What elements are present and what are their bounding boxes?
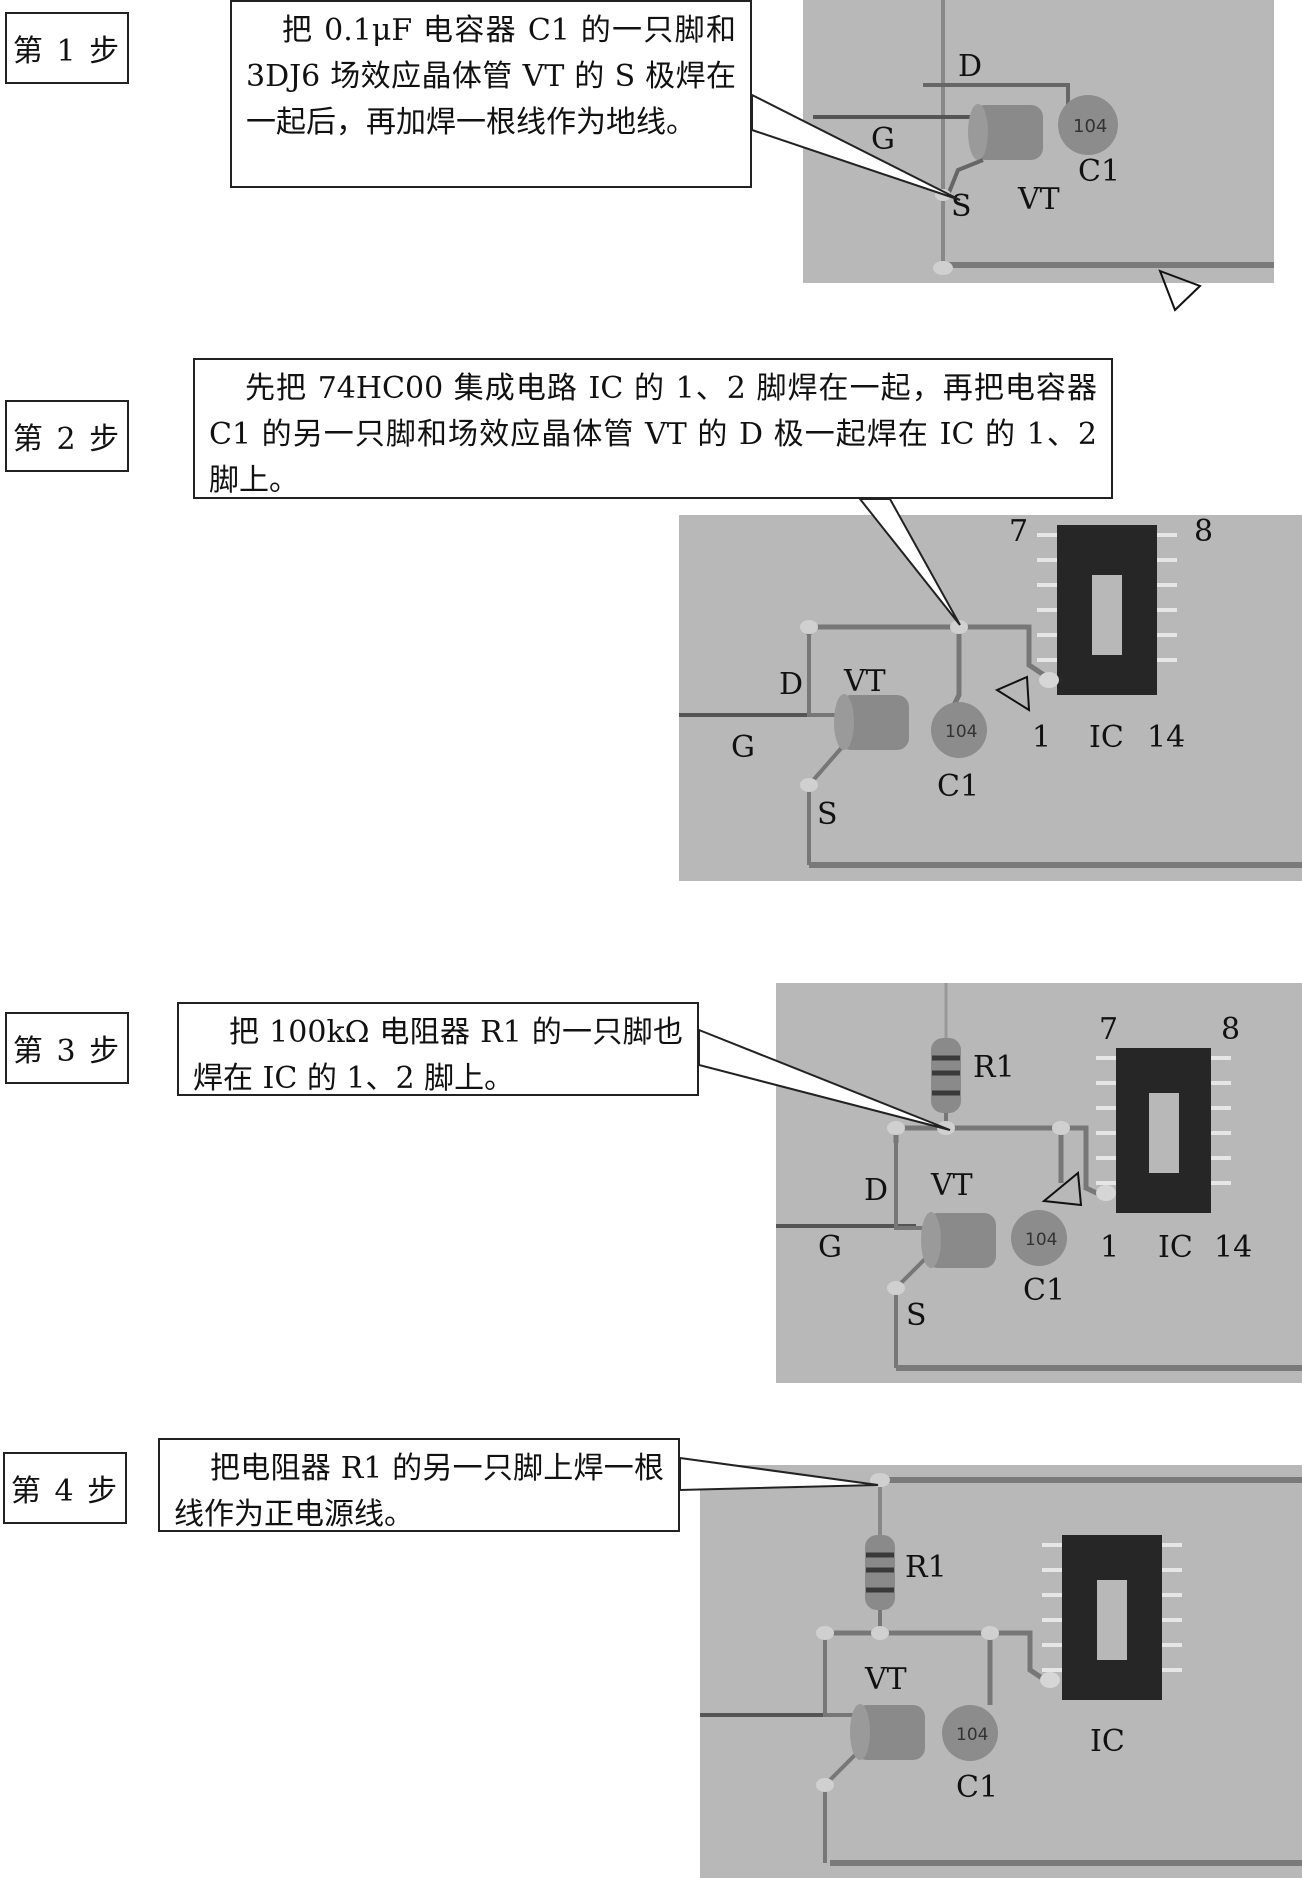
step-4-label-VT: VT <box>865 1662 907 1697</box>
svg-text:104: 104 <box>956 1725 988 1745</box>
step-3-label-pin8: 8 <box>1221 1012 1241 1047</box>
step-4-photo: 104 R1 VT IC C1 <box>700 1465 1302 1878</box>
svg-text:104: 104 <box>1025 1230 1057 1250</box>
step-4-circuit-drawing: 104 <box>700 1473 1302 1866</box>
step-4-label-R1: R1 <box>905 1550 947 1585</box>
step-2-label-pin7: 7 <box>1009 515 1029 549</box>
step-1-label-S: S <box>951 189 972 224</box>
step-1-label-VT: VT <box>1018 182 1060 217</box>
step-4-callout: 把电阻器 R1 的另一只脚上焊一根线作为正电源线。 <box>158 1438 680 1532</box>
step-3-label-pin1: 1 <box>1100 1230 1120 1265</box>
step-3-label-pin7: 7 <box>1099 1012 1119 1047</box>
step-3-label-IC: IC <box>1158 1230 1193 1265</box>
step-2-label-D: D <box>779 667 804 702</box>
step-2-photo: 104 7 8 D VT G 1 IC 14 C1 S <box>679 515 1302 881</box>
svg-text:104: 104 <box>1073 116 1107 137</box>
step-3-label-pin14: 14 <box>1214 1230 1253 1265</box>
step-2-label-pin8: 8 <box>1194 515 1214 549</box>
step-2-label-VT: VT <box>844 664 886 699</box>
step-2-label-S: S <box>817 797 838 832</box>
step-2-label: 第 2 步 <box>5 400 129 472</box>
step-4-label-C1: C1 <box>956 1770 999 1805</box>
step-2-circuit-drawing: 104 <box>679 525 1302 868</box>
step-1-label-D: D <box>958 49 983 84</box>
step-3-callout: 把 100kΩ 电阻器 R1 的一只脚也焊在 IC 的 1、2 脚上。 <box>177 1002 699 1096</box>
step-1-photo: 104 D G C1 VT S <box>803 0 1274 283</box>
step-3-label-G: G <box>818 1230 842 1265</box>
step-4-label: 第 4 步 <box>3 1452 127 1524</box>
step-1-label-C1: C1 <box>1078 154 1121 189</box>
step-3-label-VT: VT <box>931 1168 973 1203</box>
step-3-photo: 104 7 8 R1 D VT G 1 IC 14 C1 S <box>776 983 1302 1383</box>
step-2-label-IC: IC <box>1089 720 1124 755</box>
step-2-callout: 先把 74HC00 集成电路 IC 的 1、2 脚焊在一起，再把电容器 C1 的… <box>193 358 1113 499</box>
step-3-label-D: D <box>864 1173 889 1208</box>
step-4-label-IC: IC <box>1090 1724 1125 1759</box>
svg-text:104: 104 <box>945 722 977 742</box>
step-3-label-S: S <box>906 1298 927 1333</box>
step-1-label: 第 1 步 <box>5 12 129 84</box>
step-1-label-G: G <box>871 122 895 157</box>
step-1-callout: 把 0.1μF 电容器 C1 的一只脚和 3DJ6 场效应晶体管 VT 的 S … <box>230 0 752 188</box>
step-2-label-pin1: 1 <box>1032 720 1052 755</box>
step-2-label-C1: C1 <box>937 769 980 804</box>
step-2-label-G: G <box>731 730 755 765</box>
step-3-label-C1: C1 <box>1023 1273 1066 1308</box>
step-3-label: 第 3 步 <box>5 1012 129 1084</box>
step-3-label-R1: R1 <box>973 1050 1015 1085</box>
step-2-label-pin14: 14 <box>1147 720 1186 755</box>
